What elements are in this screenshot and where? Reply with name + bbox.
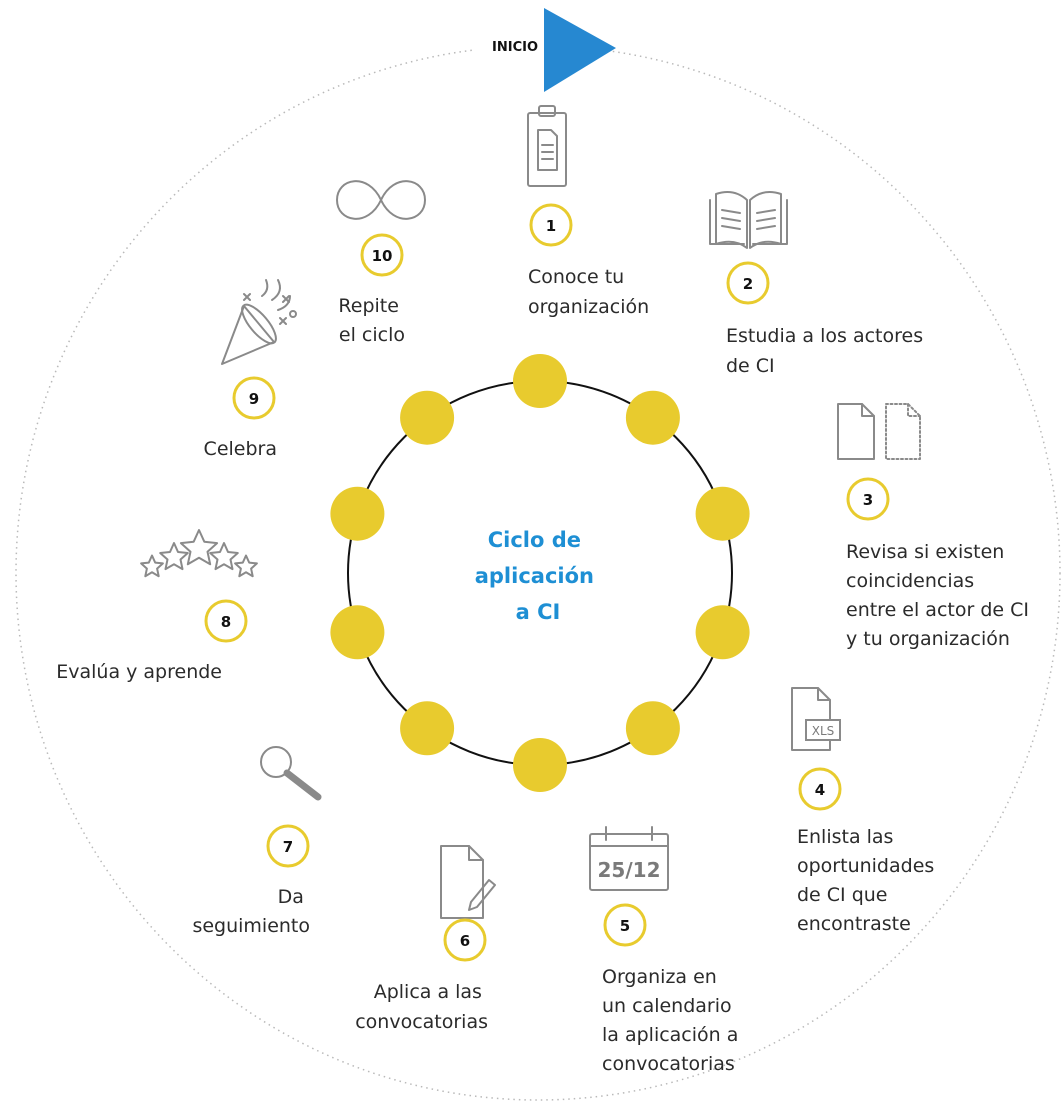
step-label: Conoce tu organización [528,266,649,318]
step-label: Da seguimiento [192,886,310,937]
step-number-badge [726,261,770,305]
step-label-line: Enlista las [797,826,893,848]
step-number: 5 [620,917,630,935]
step-label-line: y tu organización [846,628,1010,650]
step-label-line: Celebra [204,438,277,460]
step-number: 7 [283,838,293,856]
step-label: Evalúa y aprende [56,661,222,683]
step-label-line: Conoce tu [528,266,624,288]
step-label-line: el ciclo [339,324,405,346]
step-number-badge [443,918,487,962]
step-label-line: Da [278,886,304,908]
step-10: 10 Repite el ciclo [336,180,426,346]
step-label: Celebra [204,438,277,460]
step-6: 6 Aplica a las convocatorias [355,845,496,1033]
step-label-line: Organiza en [602,966,717,988]
step-label: Aplica a las convocatorias [355,981,488,1033]
step-number-badge [360,233,404,277]
ring-dot [625,390,680,445]
step-label-line: coincidencias [846,570,974,592]
step-2: 2 Estudia a los actores de CI [709,191,929,377]
step-label-line: organización [528,296,649,318]
xls-label: XLS [812,724,835,738]
step-label-line: Estudia a los actores [726,325,923,347]
edit-document-icon [440,845,496,919]
start-arrow-icon [544,8,616,92]
start-label: INICIO [492,40,538,55]
ring-dot [695,605,750,660]
step-3: 3 Revisa si existen coincidencias entre … [837,403,1035,650]
step-number-badge [798,767,842,811]
ring-dot [695,486,750,541]
step-number-badge [529,203,573,247]
step-number: 3 [863,491,873,509]
step-label-line: entre el actor de CI [846,599,1029,621]
center-title-line: aplicación [475,564,594,588]
infinity-icon [336,180,426,220]
ring-dot [400,701,455,756]
step-9: 9 Celebra [204,279,297,460]
magnifier-icon [260,746,322,801]
step-number: 8 [221,613,231,631]
center-title-line: a CI [516,600,561,624]
step-label: Enlista las oportunidades de CI que enco… [797,826,940,935]
step-label-line: de CI que [797,884,888,906]
step-label: Estudia a los actores de CI [726,325,929,377]
step-number-badge [266,824,310,868]
step-label-line: la aplicación a [602,1024,738,1046]
step-4: XLS 4 Enlista las oportunidades de CI qu… [791,687,940,935]
step-label-line: encontraste [797,913,911,935]
step-label-line: Aplica a las [374,981,482,1003]
start-label-bg [474,30,544,62]
outer-dotted-ring [15,45,1061,1101]
step-label-line: Repite [338,295,399,317]
calendar-icon: 25/12 [589,826,669,891]
step-label-line: Revisa si existen [846,541,1004,563]
step-1: 1 Conoce tu organización [527,105,649,318]
calendar-date: 25/12 [598,858,661,882]
step-number: 9 [249,390,259,408]
step-number-badge [603,903,647,947]
step-label-line: Evalúa y aprende [56,661,222,683]
step-label: Repite el ciclo [338,295,405,346]
compare-documents-icon [837,403,921,460]
party-popper-icon [221,279,297,365]
step-label-line: convocatorias [355,1011,488,1033]
step-label-line: convocatorias [602,1053,735,1075]
step-label-line: un calendario [602,995,732,1017]
xls-file-icon: XLS [791,687,841,751]
step-label: Revisa si existen coincidencias entre el… [846,541,1035,650]
open-book-icon [709,191,788,249]
step-8: 8 Evalúa y aprende [56,529,258,683]
step-7: 7 Da seguimiento [192,746,322,937]
step-number: 1 [546,217,556,235]
step-number: 2 [743,275,753,293]
step-number: 10 [372,247,393,265]
clipboard-icon [527,105,567,187]
ring-dot [330,605,385,660]
center-title: Ciclo de aplicación a CI [475,528,602,624]
step-number-badge [232,376,276,420]
ring-dot [625,701,680,756]
ring-dot [400,390,455,445]
step-label: Organiza en un calendario la aplicación … [602,966,744,1075]
ring-dot [330,486,385,541]
stars-icon [140,529,258,578]
step-label-line: seguimiento [192,915,310,937]
step-label-line: oportunidades [797,855,934,877]
center-title-line: Ciclo de [488,528,581,552]
ring-dot [513,738,567,792]
step-number: 6 [460,932,470,950]
step-number: 4 [815,781,825,799]
step-number-badge [846,477,890,521]
ring-dots [330,354,750,792]
ring-dot [513,354,567,408]
step-5: 25/12 5 Organiza en un calendario la apl… [589,826,744,1075]
step-label-line: de CI [726,355,775,377]
step-number-badge [204,599,248,643]
